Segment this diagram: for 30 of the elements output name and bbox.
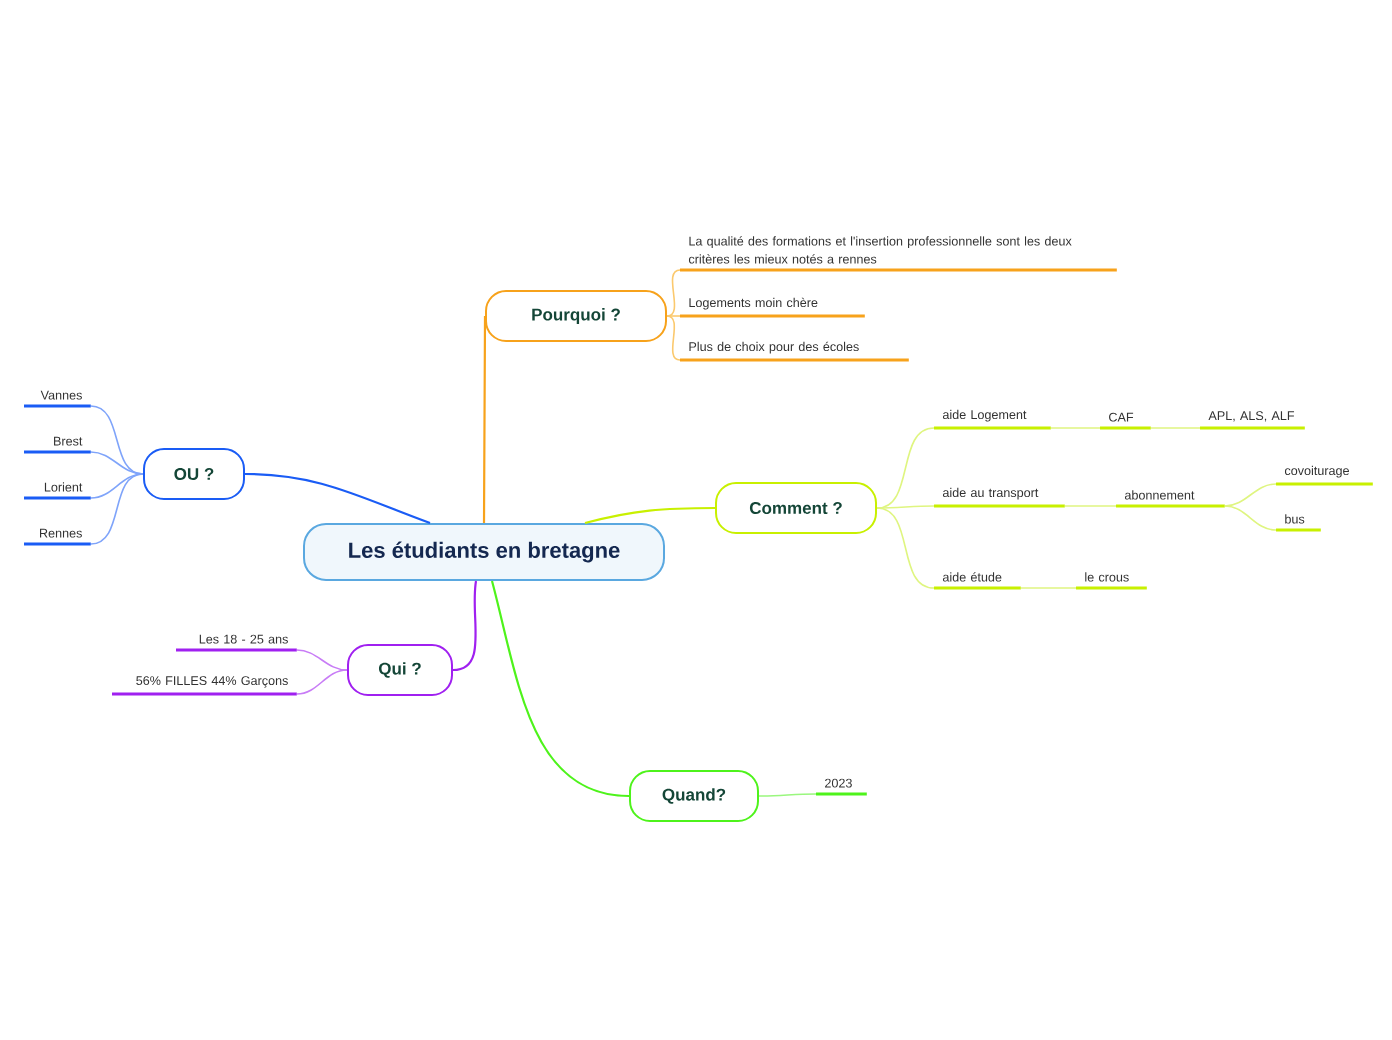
connector-line [452, 580, 478, 672]
connector-line [296, 669, 348, 695]
connector-line [876, 505, 935, 509]
connector-line [1224, 505, 1277, 531]
connector-line [1050, 427, 1101, 429]
connector-line [666, 269, 681, 317]
connector-line [1064, 505, 1117, 507]
connector-line [90, 473, 144, 545]
topic-box: OU ? [143, 448, 245, 500]
connector-line [490, 580, 630, 798]
connector-line [90, 451, 144, 475]
connector-line [296, 649, 348, 671]
connector-line [666, 315, 681, 317]
topic-box: Comment ? [715, 482, 877, 534]
connector-line [758, 793, 817, 797]
topic-box: Qui ? [347, 644, 453, 696]
connector-line [482, 316, 487, 523]
topic-box: Quand? [629, 770, 759, 822]
connector-line [1150, 427, 1201, 429]
connector-line [876, 507, 935, 589]
connector-line [584, 506, 715, 525]
connector-line [1224, 483, 1277, 507]
connector-line [666, 315, 681, 361]
connector-line [876, 427, 935, 509]
connector-line [1020, 587, 1077, 589]
connector-line [90, 473, 144, 499]
central-topic-box: Les étudiants en bretagne [303, 523, 665, 581]
connector-line [244, 472, 431, 525]
connector-line [90, 405, 144, 475]
topic-box: Pourquoi ? [485, 290, 667, 342]
